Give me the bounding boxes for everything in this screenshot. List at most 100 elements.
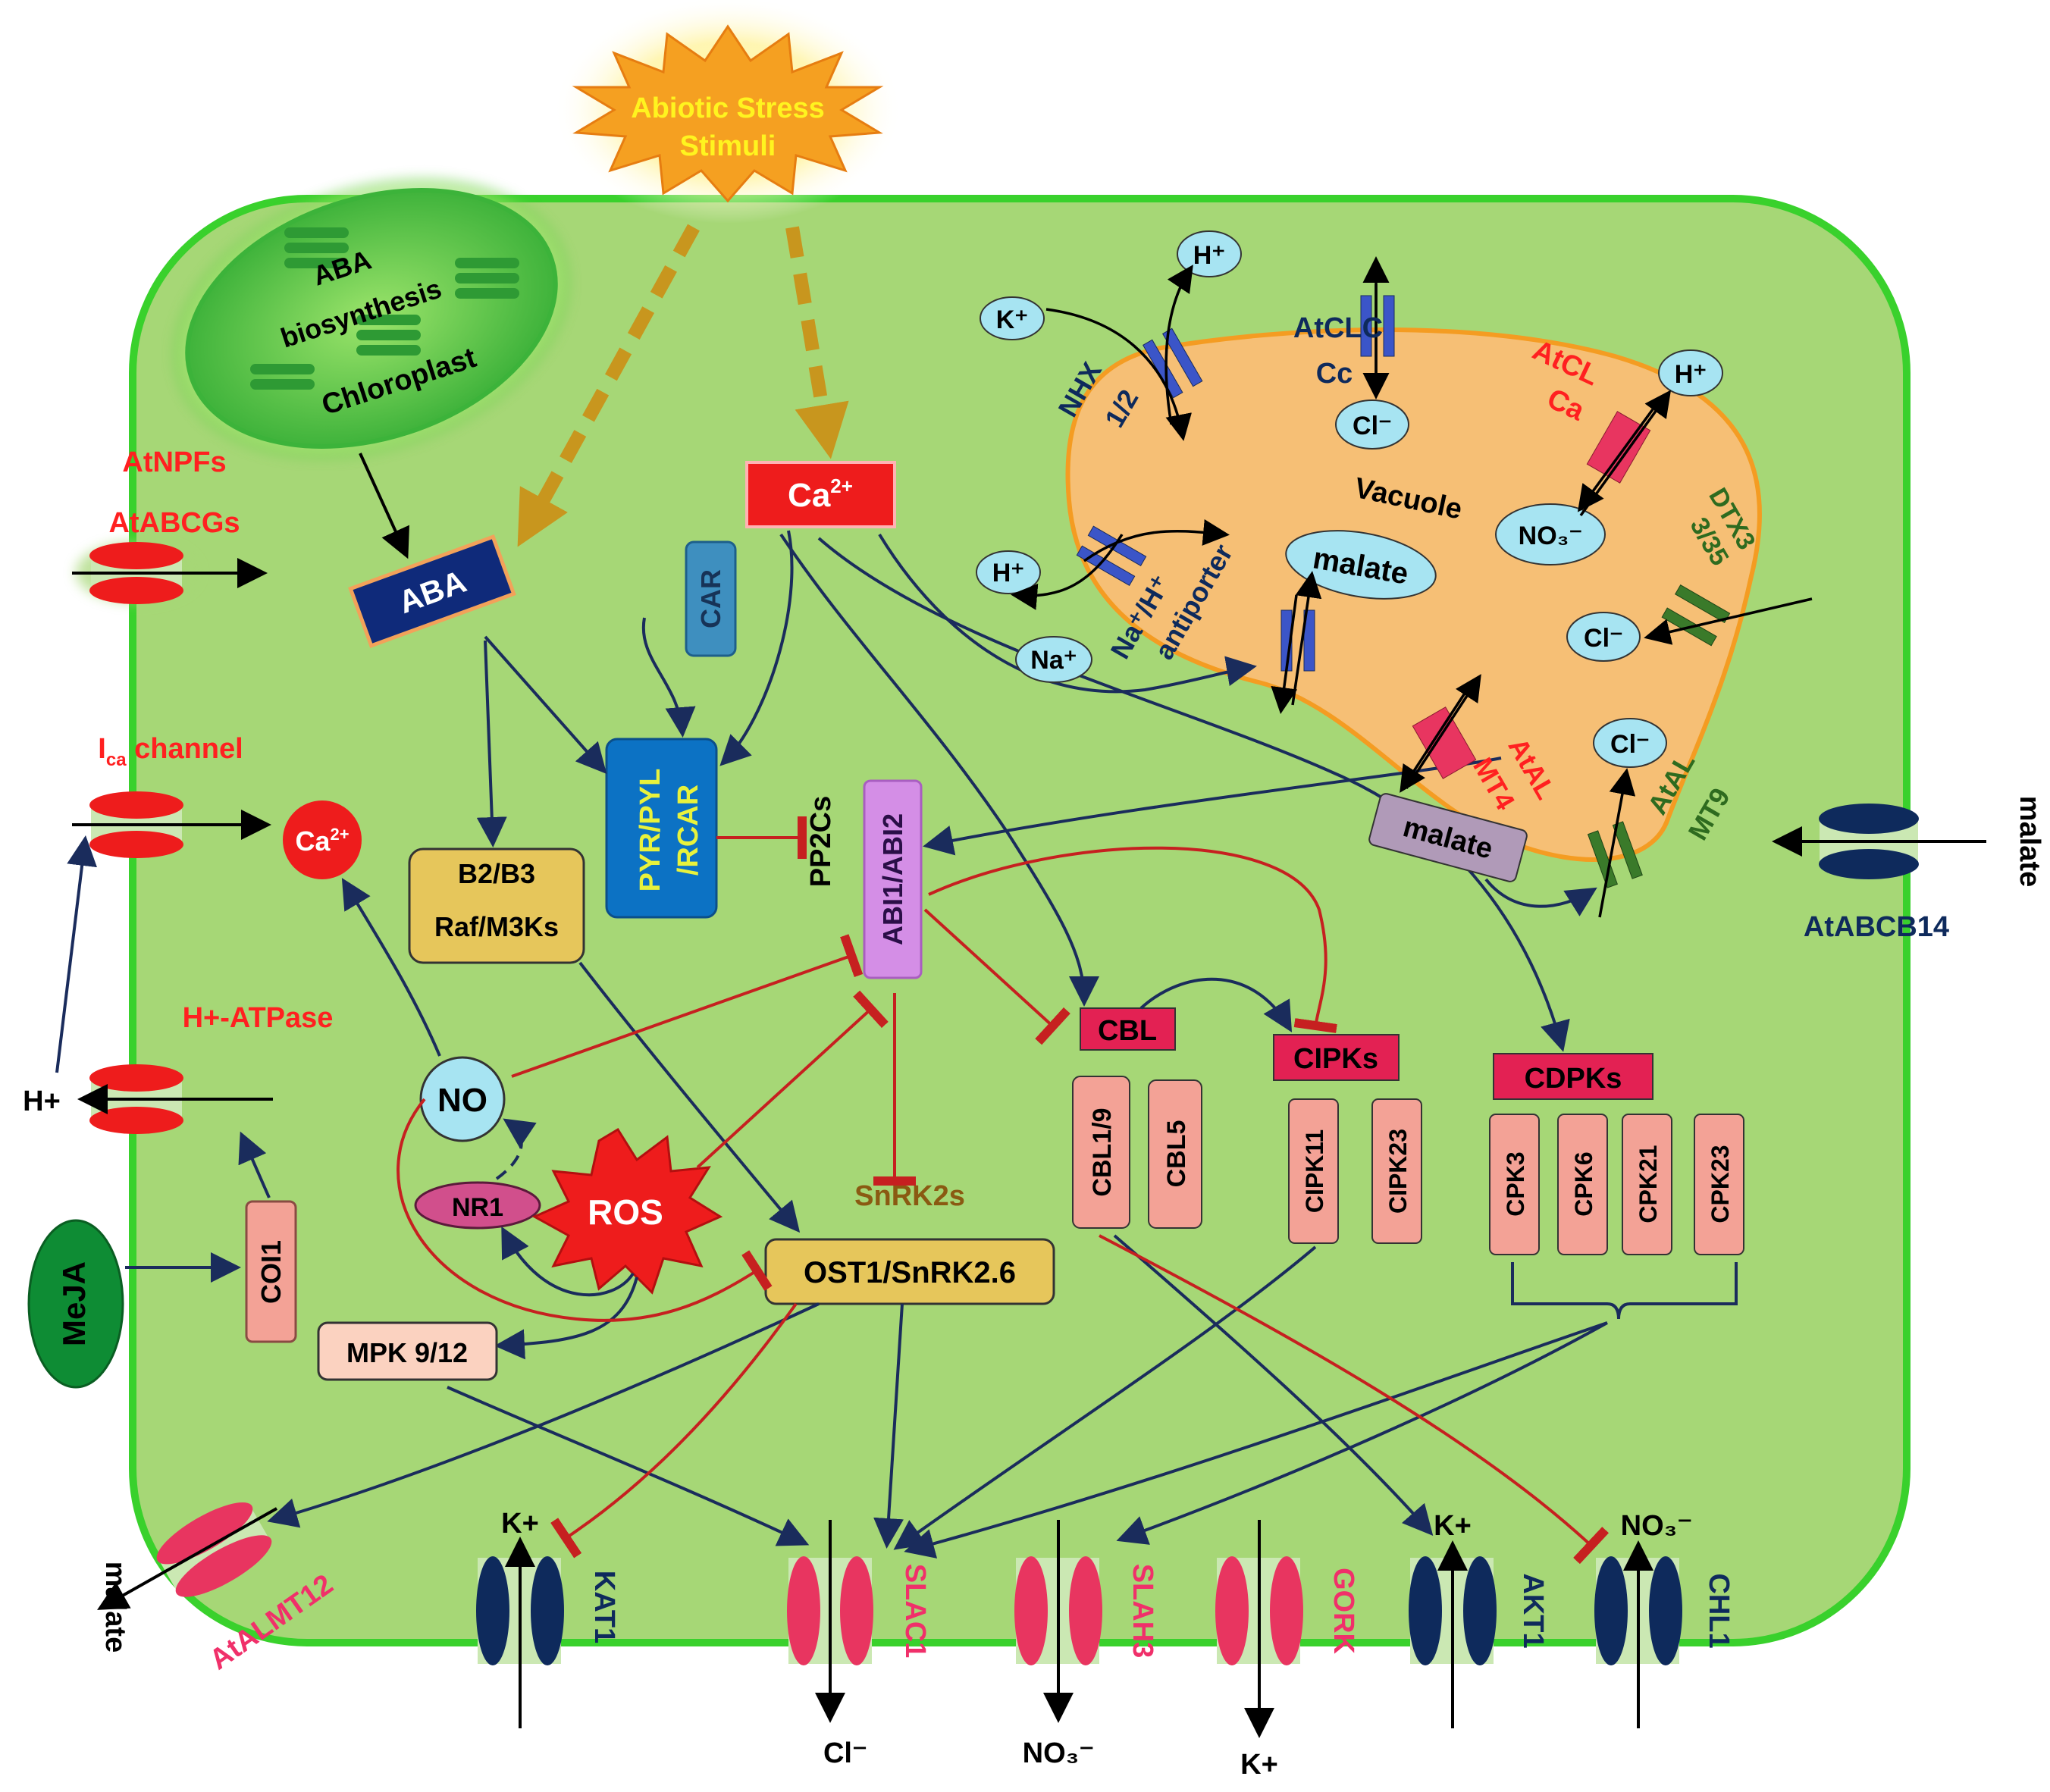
- vacuole-malate: malate: [1285, 530, 1437, 600]
- abiotic-stress-stimuli: Abiotic Stress Stimuli: [553, 0, 902, 224]
- cipks-box: CIPKs: [1273, 1034, 1400, 1081]
- akt1-ion: K+: [1434, 1510, 1472, 1542]
- cbl5-box: CBL5: [1148, 1079, 1202, 1229]
- chl1-channel: [1594, 1540, 1682, 1728]
- abi1-abi2-box: ABI1/ABI2: [863, 779, 923, 979]
- svg-text:CPK3: CPK3: [1502, 1151, 1529, 1216]
- svg-text:CDPKs: CDPKs: [1525, 1063, 1622, 1095]
- slac1-ion: Cl⁻: [823, 1737, 867, 1769]
- h-atpase: [77, 1064, 273, 1134]
- atclc-line2: Cc: [1316, 358, 1353, 390]
- akt1-channel: [1409, 1540, 1497, 1728]
- svg-text:OST1/SnRK2.6: OST1/SnRK2.6: [804, 1256, 1016, 1289]
- ca-source-box: Ca2+: [745, 461, 896, 528]
- svg-text:PYR/PYL: PYR/PYL: [635, 769, 666, 892]
- ca-ion: Ca2+: [283, 800, 362, 879]
- cbl-box: CBL: [1080, 1007, 1176, 1051]
- svg-text:CBL5: CBL5: [1162, 1120, 1191, 1188]
- vacuole-ions: K⁺ H⁺ H⁺ H⁺ Na⁺ Cl⁻ NO₃⁻ Cl⁻ Cl⁻: [976, 230, 1723, 768]
- svg-text:CIPK23: CIPK23: [1384, 1129, 1412, 1214]
- svg-text:Na⁺: Na⁺: [1030, 646, 1077, 675]
- atabcb14-malate: malate: [2014, 796, 2045, 887]
- svg-text:NO: NO: [437, 1082, 487, 1119]
- atabcb14-transporter: [1772, 804, 1986, 879]
- coi1-box: COI1: [245, 1200, 297, 1343]
- svg-text:MPK 9/12: MPK 9/12: [346, 1337, 468, 1368]
- svg-text:Cl⁻: Cl⁻: [1610, 730, 1650, 759]
- svg-text:CIPKs: CIPKs: [1293, 1043, 1378, 1075]
- stress-line1: Abiotic Stress: [631, 92, 825, 124]
- svg-text:K⁺: K⁺: [996, 305, 1029, 334]
- slah3-label: SLAH3: [1127, 1564, 1158, 1659]
- h-atpase-label: H+-ATPase: [183, 1002, 334, 1034]
- slac1-label: SLAC1: [899, 1564, 931, 1659]
- svg-text:Raf/M3Ks: Raf/M3Ks: [434, 911, 559, 942]
- chloroplast: ABA biosynthesis Chloroplast: [174, 178, 569, 459]
- cdpks-box: CDPKs: [1493, 1053, 1653, 1100]
- gork-ion: K+: [1240, 1749, 1278, 1781]
- ica-channel: [72, 791, 271, 858]
- slah3-ion: NO₃⁻: [1023, 1737, 1095, 1769]
- svg-text:Cl⁻: Cl⁻: [1353, 412, 1392, 440]
- svg-text:H⁺: H⁺: [992, 559, 1025, 587]
- ros-burst: ROS: [531, 1127, 723, 1295]
- gork-label: GORK: [1327, 1568, 1359, 1655]
- svg-text:CPK21: CPK21: [1635, 1145, 1662, 1223]
- atalmt12-channel: [97, 1502, 277, 1610]
- car-box: CAR: [685, 540, 737, 657]
- stress-to-aba-arrow: [517, 224, 700, 547]
- svg-text:CIPK11: CIPK11: [1301, 1129, 1328, 1213]
- svg-text:CAR: CAR: [695, 569, 726, 628]
- kat1-channel: [476, 1537, 564, 1728]
- svg-text:CPK6: CPK6: [1570, 1151, 1597, 1216]
- svg-text:B2/B3: B2/B3: [458, 858, 535, 889]
- akt1-label: AKT1: [1517, 1573, 1549, 1648]
- pp2cs-label: PP2Cs: [805, 796, 837, 887]
- cipk11-box: CIPK11: [1288, 1098, 1339, 1244]
- svg-text:Ca2+: Ca2+: [295, 825, 349, 857]
- svg-text:H⁺: H⁺: [1193, 241, 1226, 270]
- cpk-bracket: [1511, 1262, 1738, 1320]
- svg-text:NR1: NR1: [452, 1193, 503, 1222]
- cpk6-box: CPK6: [1557, 1114, 1608, 1255]
- kat1-ion: K+: [501, 1508, 539, 1540]
- cpk23-box: CPK23: [1694, 1114, 1744, 1255]
- chl1-label: CHL1: [1703, 1573, 1735, 1648]
- svg-text:ABI1/ABI2: ABI1/ABI2: [877, 813, 908, 945]
- aba-box: ABA: [348, 534, 516, 648]
- cbl19-box: CBL1/9: [1072, 1076, 1130, 1229]
- atnpfs-abcgs-transporter: [72, 542, 268, 604]
- ost1-box: OST1/SnRK2.6: [764, 1238, 1055, 1305]
- h-plus-label: H+: [23, 1086, 61, 1117]
- chl1-ion: NO₃⁻: [1621, 1510, 1693, 1542]
- svg-text:MeJA: MeJA: [56, 1261, 92, 1346]
- kat1-label: KAT1: [588, 1571, 620, 1643]
- cpk3-box: CPK3: [1489, 1114, 1540, 1255]
- svg-text:Cl⁻: Cl⁻: [1584, 624, 1623, 653]
- atabcb14-label: AtABCB14: [1804, 911, 1949, 943]
- cipk23-box: CIPK23: [1371, 1098, 1422, 1244]
- cpk21-box: CPK21: [1622, 1114, 1672, 1255]
- snrk2s-label: SnRK2s: [854, 1180, 965, 1212]
- mpk-box: MPK 9/12: [317, 1321, 498, 1381]
- meja: MeJA: [27, 1219, 124, 1389]
- svg-text:CBL1/9: CBL1/9: [1088, 1107, 1117, 1196]
- atclc-line1: AtCLC: [1293, 312, 1383, 344]
- svg-text:NO₃⁻: NO₃⁻: [1519, 522, 1583, 550]
- atnpfs-label: AtNPFs: [122, 446, 226, 478]
- pyr-pyl-rcar-box: PYR/PYL /RCAR: [605, 738, 718, 919]
- svg-text:H⁺: H⁺: [1675, 360, 1707, 389]
- svg-text:ROS: ROS: [588, 1192, 663, 1232]
- no-circle: NO: [419, 1056, 506, 1142]
- ica-channel-label: Ica channel: [98, 733, 243, 770]
- gork-channel: [1215, 1520, 1303, 1738]
- svg-text:COI1: COI1: [255, 1240, 287, 1304]
- nr1-ellipse: NR1: [414, 1181, 541, 1230]
- svg-text:Ca2+: Ca2+: [788, 475, 853, 514]
- stress-line2: Stimuli: [680, 130, 776, 162]
- svg-text:CPK23: CPK23: [1707, 1145, 1734, 1223]
- slac1-channel: [787, 1520, 873, 1723]
- svg-text:CBL: CBL: [1098, 1015, 1157, 1047]
- slah3-channel: [1014, 1520, 1102, 1723]
- b2b3-raf-box: B2/B3 Raf/M3Ks: [408, 847, 585, 964]
